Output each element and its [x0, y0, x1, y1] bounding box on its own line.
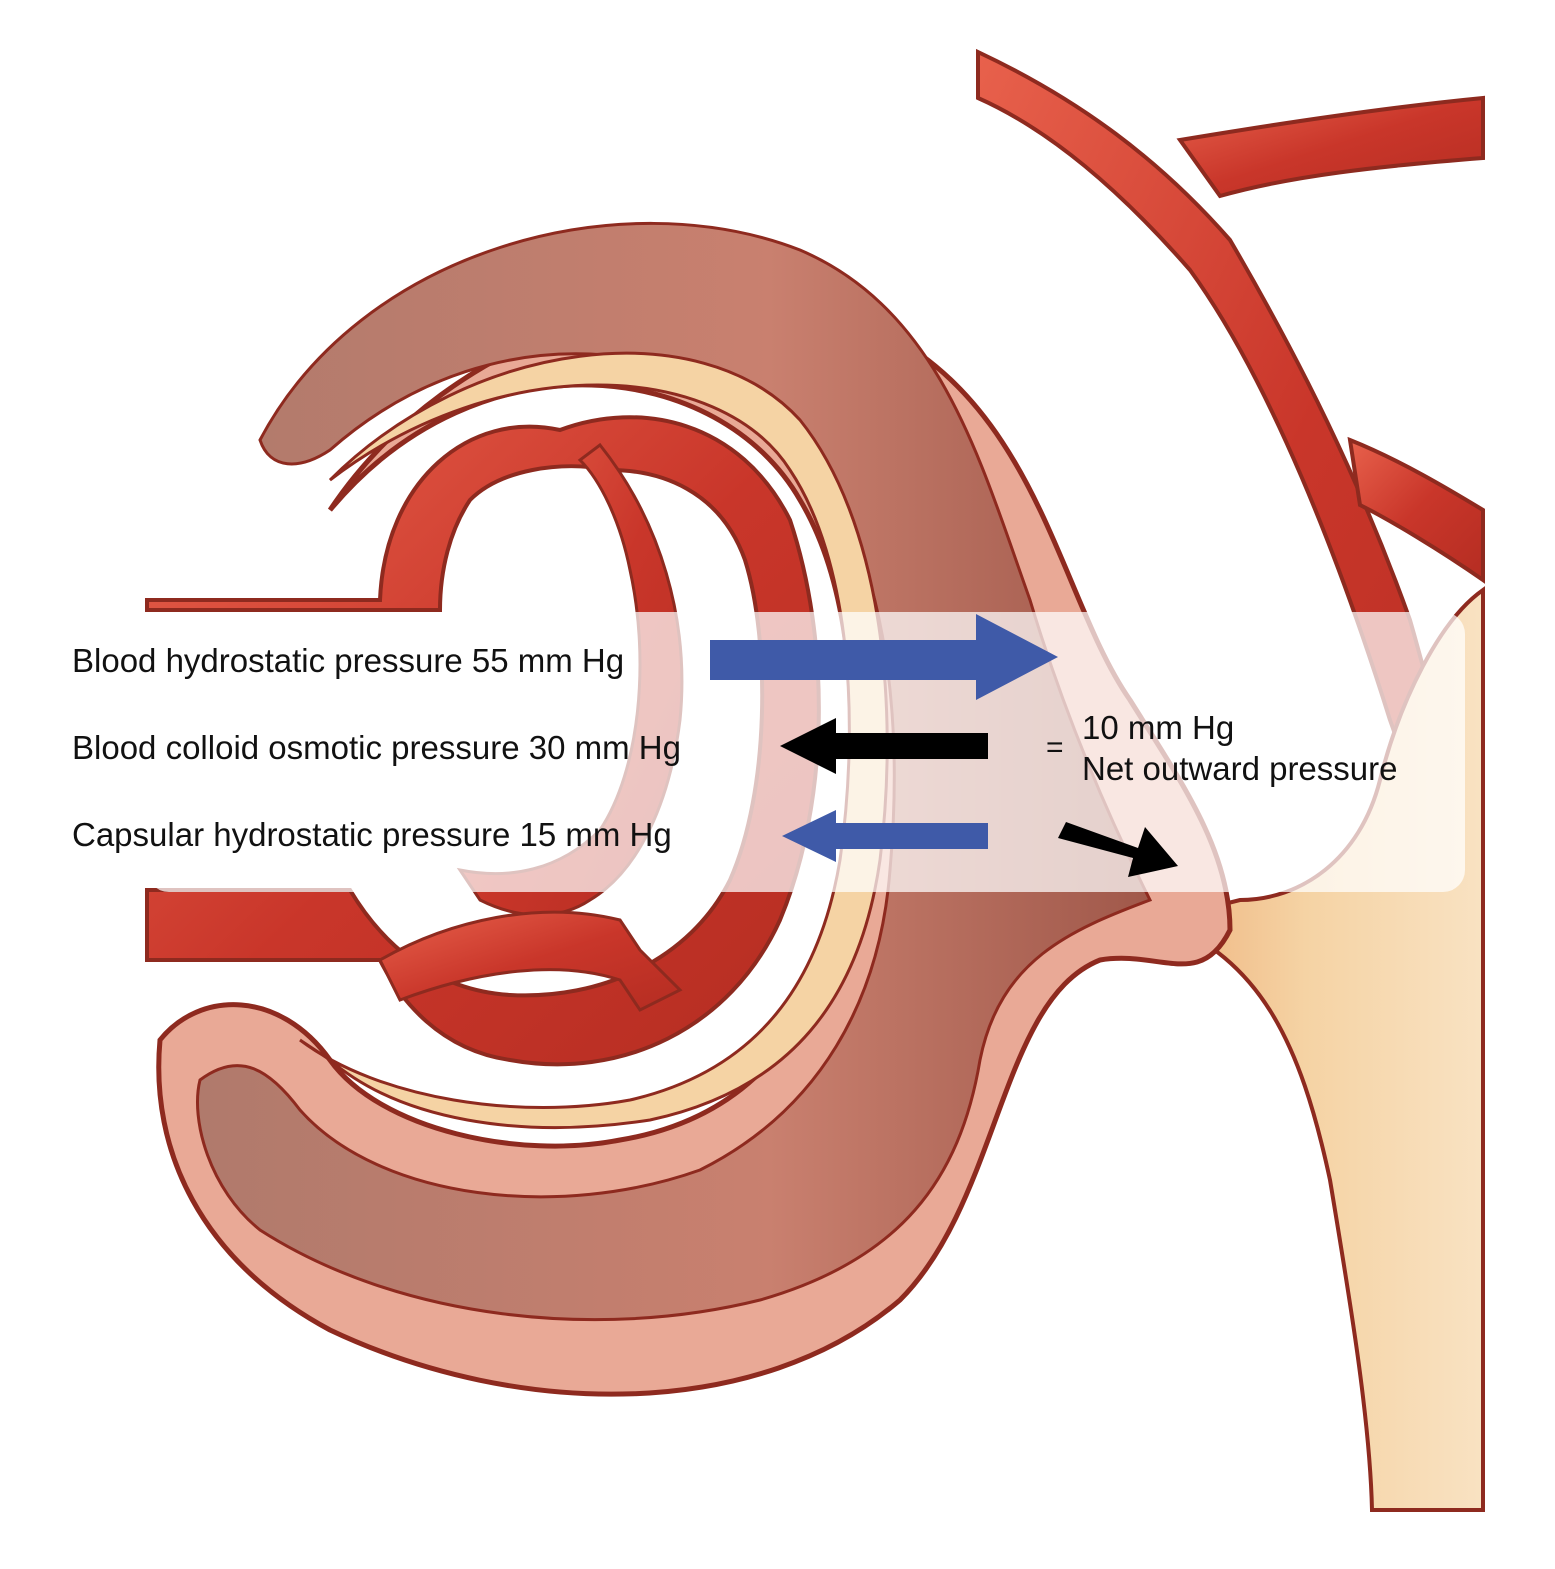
arrow-blood-hydrostatic [710, 614, 1058, 700]
net-pressure-value: 10 mm Hg [1082, 709, 1235, 746]
arrow-net-outward [1058, 822, 1178, 877]
equals-sign: = [1046, 731, 1064, 764]
capsular-hydrostatic-label: Capsular hydrostatic pressure 15 mm Hg [72, 816, 672, 853]
blood-colloid-osmotic-label: Blood colloid osmotic pressure 30 mm Hg [72, 729, 681, 766]
pressure-arrows [710, 614, 1178, 877]
artery-branch-right [1347, 436, 1485, 584]
arrow-capsular-hydrostatic [782, 810, 988, 862]
visceral-layer [299, 351, 889, 1129]
artery-branch-top [1176, 95, 1485, 199]
capillary-cross [378, 910, 683, 1012]
blood-hydrostatic-label: Blood hydrostatic pressure 55 mm Hg [72, 642, 625, 679]
net-pressure-label: Net outward pressure [1082, 750, 1398, 787]
arrow-blood-colloid-osmotic [780, 718, 988, 774]
